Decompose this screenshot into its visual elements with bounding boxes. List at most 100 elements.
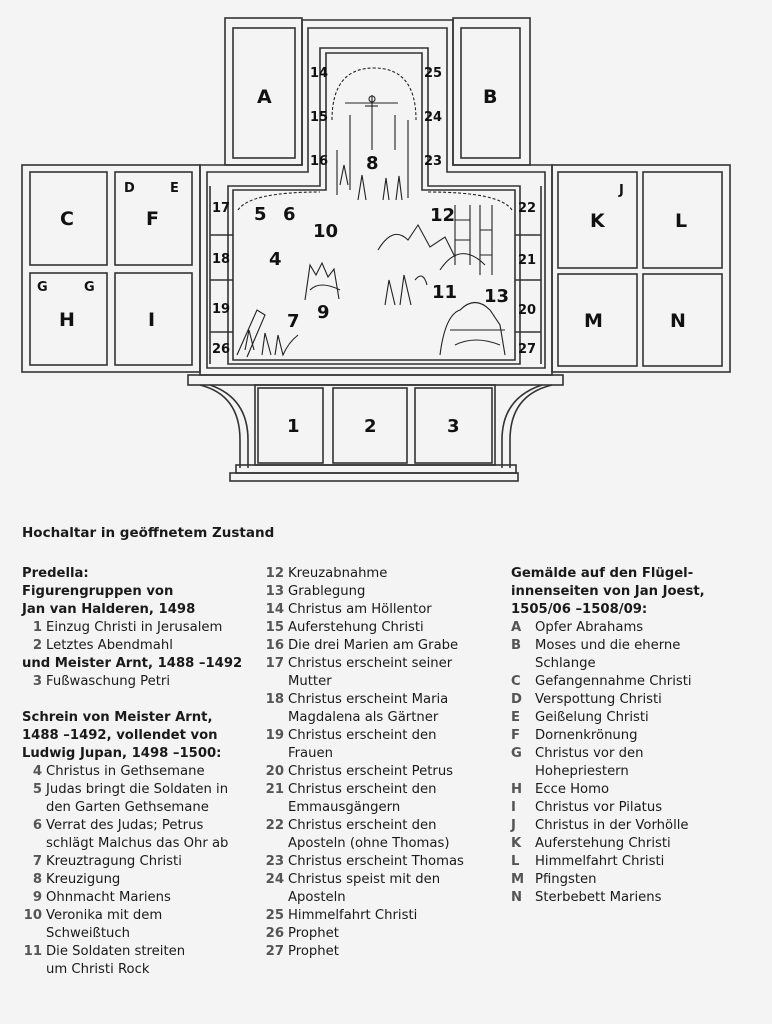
- item-text-line: Himmelfahrt Christi: [535, 854, 665, 869]
- item-text-line: Einzug Christi in Jerusalem: [46, 620, 223, 635]
- heading: 1505/06 –1508/09:: [511, 602, 648, 617]
- item-text-line: Schweißtuch: [46, 926, 130, 941]
- list-item: 27 Prophet: [264, 943, 509, 961]
- item-text-line: Kreuztragung Christi: [46, 854, 182, 869]
- item-text: Kreuztragung Christi: [46, 853, 182, 871]
- list-item: 23 Christus erscheint Thomas: [264, 853, 509, 871]
- label-C: C: [60, 208, 74, 230]
- label-23: 23: [424, 154, 442, 169]
- item-text-line: Prophet: [288, 926, 339, 941]
- item-number: 23: [265, 854, 284, 869]
- item-text: Kreuzabnahme: [288, 565, 387, 583]
- item-number: 27: [265, 944, 284, 959]
- item-text: Auferstehung Christi: [288, 619, 424, 637]
- item-text-line: Verrat des Judas; Petrus: [46, 818, 204, 833]
- label-26: 26: [212, 342, 230, 357]
- item-number: 10: [23, 908, 42, 923]
- item-number: 9: [32, 890, 42, 905]
- label-25: 25: [424, 66, 442, 81]
- item-text: Pfingsten: [535, 871, 597, 889]
- item-text-line: Grablegung: [288, 584, 366, 599]
- item-number: 7: [32, 854, 42, 869]
- heading: 1488 –1492, vollendet von: [22, 728, 218, 743]
- item-number: 19: [265, 728, 284, 743]
- item-text-line: um Christi Rock: [46, 962, 150, 977]
- item-text: Prophet: [288, 943, 339, 961]
- item-text: Fußwaschung Petri: [46, 673, 170, 691]
- label-20: 20: [518, 303, 536, 318]
- heading: innenseiten von Jan Joest,: [511, 584, 705, 599]
- item-text-line: Christus erscheint den: [288, 818, 437, 833]
- item-number: 3: [32, 674, 42, 689]
- item-text-line: Die drei Marien am Grabe: [288, 638, 459, 653]
- item-text: Ecce Homo: [535, 781, 609, 799]
- list-item: 15 Auferstehung Christi: [264, 619, 509, 637]
- item-text-line: Veronika mit dem: [46, 908, 163, 923]
- column-predella-schrein: Predella: Figurengruppen von Jan van Hal…: [22, 565, 257, 979]
- crucifixion-sketch: [336, 95, 409, 201]
- item-text-line: Ecce Homo: [535, 782, 610, 797]
- item-number: 15: [265, 620, 284, 635]
- wing-right: [551, 164, 731, 373]
- label-5: 5: [254, 204, 267, 225]
- item-text: Verrat des Judas; Petrus schlägt Malchus …: [46, 817, 228, 853]
- item-number: 17: [265, 656, 284, 671]
- item-text-line: schlägt Malchus das Ohr ab: [46, 836, 229, 851]
- heading: Gemälde auf den Flügel-: [511, 566, 694, 581]
- item-text: Ohnmacht Mariens: [46, 889, 171, 907]
- label-A: A: [257, 86, 272, 108]
- label-18: 18: [212, 252, 230, 267]
- item-text: Opfer Abrahams: [535, 619, 643, 637]
- item-number: J: [511, 818, 516, 833]
- item-text: Himmelfahrt Christi: [535, 853, 664, 871]
- item-number: B: [511, 638, 522, 653]
- item-text-line: Auferstehung Christi: [288, 620, 424, 635]
- label-M: M: [584, 310, 603, 332]
- item-text-line: Magdalena als Gärtner: [288, 710, 439, 725]
- label-11: 11: [432, 282, 457, 303]
- item-text: Christus erscheint Petrus: [288, 763, 453, 781]
- item-number: 25: [265, 908, 284, 923]
- item-text-line: Christus erscheint Thomas: [288, 854, 464, 869]
- shrine-frame: [199, 19, 553, 376]
- item-text-line: Christus am Höllentor: [288, 602, 432, 617]
- item-number: 5: [32, 782, 42, 797]
- column-gemaelde: Gemälde auf den Flügel- innenseiten von …: [511, 565, 761, 907]
- item-number: L: [511, 854, 520, 869]
- list-item: 3 Fußwaschung Petri: [22, 673, 257, 691]
- item-number: G: [511, 746, 522, 761]
- item-number: 18: [265, 692, 284, 707]
- item-text-line: Opfer Abrahams: [535, 620, 644, 635]
- label-K: K: [590, 210, 606, 232]
- item-text: Christus in Gethsemane: [46, 763, 205, 781]
- item-number: I: [511, 800, 516, 815]
- label-3: 3: [447, 416, 460, 437]
- item-text: Christus erscheint Thomas: [288, 853, 464, 871]
- item-text-line: Fußwaschung Petri: [46, 674, 171, 689]
- label-G: G: [37, 280, 48, 295]
- item-text-line: Pfingsten: [535, 872, 597, 887]
